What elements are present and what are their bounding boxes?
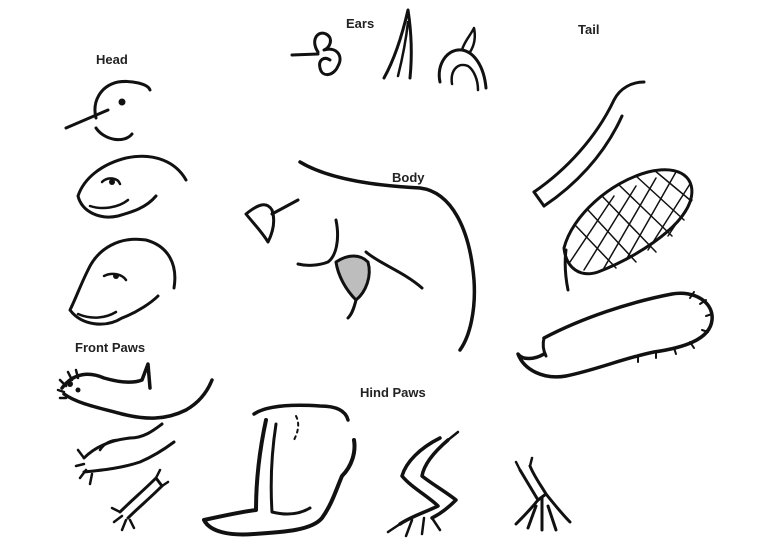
- body-sketch: [298, 162, 474, 350]
- front-paw-sketch-1: [58, 364, 212, 418]
- label-body: Body: [392, 170, 425, 185]
- label-hind-paws: Hind Paws: [360, 385, 426, 400]
- hind-paw-sketch-1: [204, 405, 355, 534]
- front-paw-sketch-3: [112, 470, 168, 530]
- shoulder-sketch: [246, 200, 298, 242]
- tail-sketch-1: [534, 82, 644, 206]
- tail-sketch-2: [564, 170, 692, 290]
- hind-paw-sketch-2: [388, 432, 458, 536]
- head-sketch-1: [66, 81, 150, 139]
- hind-paw-sketch-3: [516, 458, 570, 530]
- tail-sketch-3: [518, 292, 712, 377]
- label-front-paws: Front Paws: [75, 340, 145, 355]
- head-sketch-3: [70, 239, 175, 324]
- label-head: Head: [96, 52, 128, 67]
- label-ears: Ears: [346, 16, 374, 31]
- ear-sketch-2: [384, 10, 411, 78]
- ear-sketch-1: [292, 33, 340, 74]
- head-sketch-2: [78, 156, 186, 217]
- front-paw-sketch-2: [76, 424, 174, 484]
- label-tail: Tail: [578, 22, 599, 37]
- ear-sketch-3: [439, 28, 486, 90]
